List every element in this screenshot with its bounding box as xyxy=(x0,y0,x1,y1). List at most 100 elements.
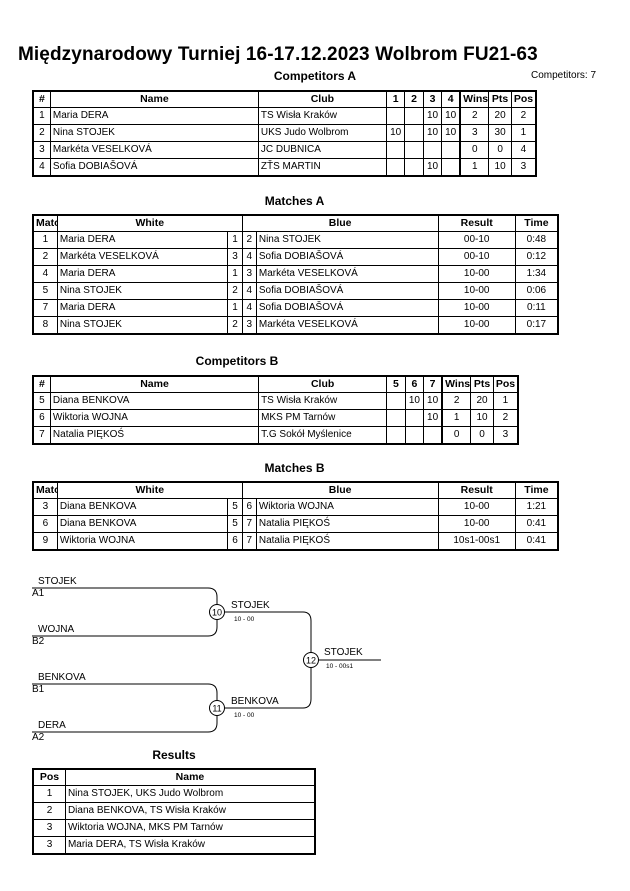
table-row: 1 Maria DERA 1 2 Nina STOJEK 00-10 0:48 xyxy=(32,231,559,249)
match-result: 00-10 xyxy=(437,248,516,266)
table-row: 9 Wiktoria WOJNA 6 7 Natalia PIĘKOŚ 10s1… xyxy=(32,532,559,551)
page-title: Międzynarodowy Turniej 16-17.12.2023 Wol… xyxy=(18,44,538,65)
blue-name: Natalia PIĘKOŚ xyxy=(255,532,439,551)
row-club: JC DUBNICA xyxy=(257,141,387,159)
white-num: 1 xyxy=(227,265,243,283)
row-club: TS Wisła Kraków xyxy=(258,392,388,410)
score-cell xyxy=(441,141,462,159)
row-wins: 2 xyxy=(441,392,472,410)
matches-a-table: Match White Blue Result Time 1 Maria DER… xyxy=(32,214,559,335)
match-result: 00-10 xyxy=(437,231,516,249)
row-pts: 0 xyxy=(488,141,512,159)
result-pos: 2 xyxy=(32,802,66,820)
row-club: TS Wisła Kraków xyxy=(257,107,387,125)
bracket-entry-seed: B1 xyxy=(32,684,45,695)
results-table: Pos Name 1 Nina STOJEK, UKS Judo Wolbrom… xyxy=(32,768,316,855)
col-wins: Wins xyxy=(459,90,490,108)
col-pos: Pos xyxy=(492,375,519,393)
table-row: 5 Nina STOJEK 2 4 Sofia DOBIAŠOVÁ 10-00 … xyxy=(32,282,559,300)
row-wins: 2 xyxy=(459,107,490,125)
bracket-entry-seed: A1 xyxy=(32,588,45,599)
match-time: 1:34 xyxy=(514,265,559,283)
score-cell: 10 xyxy=(422,107,443,125)
row-club: ZŤS MARTIN xyxy=(257,158,387,177)
blue-num: 3 xyxy=(241,265,257,283)
bracket-entry-name: BENKOVA xyxy=(38,672,86,683)
matches-a-heading: Matches A xyxy=(264,194,325,208)
white-num: 1 xyxy=(227,231,243,249)
row-pts: 10 xyxy=(470,409,494,427)
col-blue: Blue xyxy=(241,481,439,499)
competitors-b-table: # Name Club 5 6 7 Wins Pts Pos 5 Diana B… xyxy=(32,375,519,445)
col-name: Name xyxy=(49,90,259,108)
match-num: 1 xyxy=(32,231,58,249)
score-cell xyxy=(385,158,406,177)
white-name: Nina STOJEK xyxy=(56,316,229,335)
white-name: Maria DERA xyxy=(56,265,229,283)
blue-name: Wiktoria WOJNA xyxy=(255,498,439,516)
competitors-count: Competitors: 7 xyxy=(531,70,597,81)
col-result: Result xyxy=(437,214,516,232)
match-number: 10 xyxy=(212,608,222,618)
row-club: MKS PM Tarnów xyxy=(258,409,388,427)
table-row: 4 Sofia DOBIAŠOVÁ ZŤS MARTIN 10 1 10 3 xyxy=(32,158,537,177)
score-cell: 10 xyxy=(422,158,443,177)
row-num: 3 xyxy=(32,141,51,159)
score-cell: 10 xyxy=(385,124,406,142)
row-num: 2 xyxy=(32,124,51,142)
bracket-champion-name: STOJEK xyxy=(324,647,363,658)
col-name: Name xyxy=(64,768,316,786)
row-name: Sofia DOBIAŠOVÁ xyxy=(49,158,259,177)
blue-name: Nina STOJEK xyxy=(255,231,439,249)
score-cell xyxy=(422,141,443,159)
matches-b-header-row: Match White Blue Result Time xyxy=(32,481,559,499)
row-pos: 1 xyxy=(492,392,519,410)
match-result: 10-00 xyxy=(437,498,516,516)
white-name: Markéta VESELKOVÁ xyxy=(56,248,229,266)
blue-num: 4 xyxy=(241,248,257,266)
col-result: Result xyxy=(437,481,516,499)
score-cell: 10 xyxy=(422,124,443,142)
col-opp-3: 3 xyxy=(422,90,443,108)
col-pos: Pos xyxy=(32,768,66,786)
matches-b-heading: Matches B xyxy=(264,461,325,475)
row-wins: 1 xyxy=(459,158,490,177)
score-cell: 10 xyxy=(404,392,425,410)
col-white: White xyxy=(56,481,243,499)
blue-num: 4 xyxy=(241,299,257,317)
row-pos: 2 xyxy=(492,409,519,427)
row-name: Nina STOJEK xyxy=(49,124,259,142)
blue-name: Markéta VESELKOVÁ xyxy=(255,316,439,335)
col-opp-1: 1 xyxy=(385,90,406,108)
col-name: Name xyxy=(49,375,260,393)
score-cell xyxy=(386,409,406,427)
row-wins: 3 xyxy=(459,124,490,142)
score-cell xyxy=(423,426,444,445)
match-result: 10-00 xyxy=(437,299,516,317)
white-num: 2 xyxy=(227,282,243,300)
row-pts: 0 xyxy=(470,426,494,445)
white-name: Wiktoria WOJNA xyxy=(56,532,229,551)
row-pts: 20 xyxy=(488,107,512,125)
match-num: 9 xyxy=(32,532,58,551)
match-number: 12 xyxy=(306,656,316,666)
col-opp-2: 2 xyxy=(404,90,424,108)
result-pos: 3 xyxy=(32,819,66,837)
elimination-bracket: STOJEK A1 WOJNA B2 BENKOVA B1 DERA A2 10… xyxy=(32,576,381,743)
match-time: 0:41 xyxy=(514,515,559,533)
table-row: 3 Diana BENKOVA 5 6 Wiktoria WOJNA 10-00… xyxy=(32,498,559,516)
col-time: Time xyxy=(514,481,559,499)
result-name: Wiktoria WOJNA, MKS PM Tarnów xyxy=(64,819,316,837)
row-name: Maria DERA xyxy=(49,107,259,125)
match-time: 0:48 xyxy=(514,231,559,249)
blue-num: 2 xyxy=(241,231,257,249)
match-num: 7 xyxy=(32,299,58,317)
col-wins: Wins xyxy=(441,375,472,393)
bracket-winner-name: BENKOVA xyxy=(231,696,279,707)
match-time: 0:11 xyxy=(514,299,559,317)
match-time: 1:21 xyxy=(514,498,559,516)
result-name: Nina STOJEK, UKS Judo Wolbrom xyxy=(64,785,316,803)
table-row: 7 Natalia PIĘKOŚ T.G Sokół Myślenice 0 0… xyxy=(32,426,519,445)
row-name: Natalia PIĘKOŚ xyxy=(49,426,260,445)
white-num: 1 xyxy=(227,299,243,317)
